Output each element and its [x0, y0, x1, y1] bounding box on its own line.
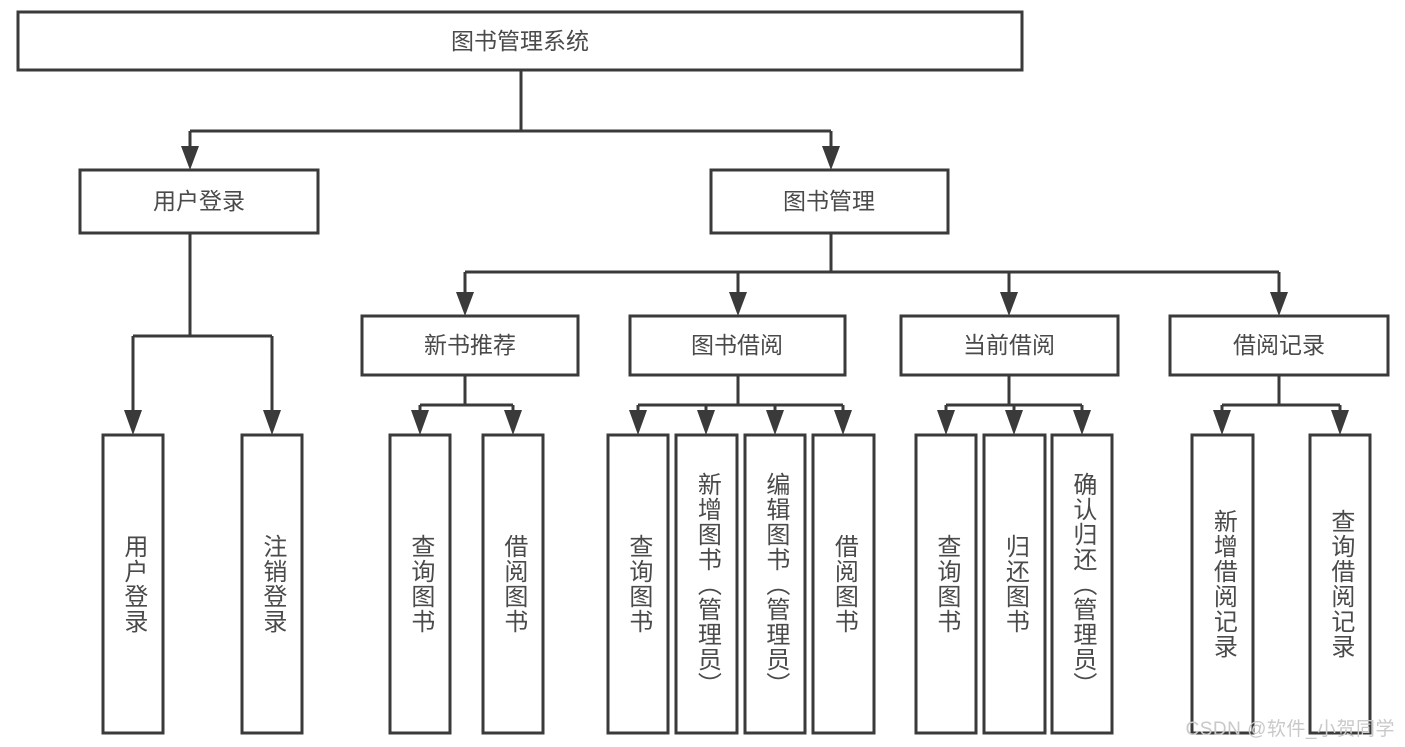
node-new-book-recommend-box: [360, 314, 580, 377]
leaf-label: 查询图书: [624, 534, 652, 634]
leaf-box: [481, 433, 545, 735]
node-book-management[interactable]: 图书管理: [709, 168, 950, 235]
leaf-label: 用户登录: [119, 534, 147, 634]
leaf-label: 归还图书: [1001, 534, 1029, 634]
arrow-head-new-book: [456, 292, 474, 316]
leaf-box: [1308, 433, 1372, 735]
leaf-book-borrow-edit[interactable]: 编辑图书（管理员）: [743, 433, 807, 735]
leaf-label: 新增借阅记录: [1209, 509, 1237, 659]
node-book-management-label: 图书管理: [783, 188, 875, 214]
leaf-current-borrow-return[interactable]: 归还图书: [982, 433, 1047, 735]
arrow-head-new-book-leaf1: [411, 410, 429, 435]
leaf-box: [674, 433, 739, 735]
leaf-box: [1050, 433, 1114, 735]
node-user-login-box: [78, 168, 320, 235]
leaf-label: 注销登录: [258, 534, 286, 634]
leaf-box: [1190, 433, 1255, 735]
arrow-head-current-borrow: [1000, 292, 1018, 316]
node-borrow-record[interactable]: 借阅记录: [1168, 314, 1390, 377]
leaf-current-borrow-confirm-return[interactable]: 确认归还（管理员）: [1050, 433, 1114, 735]
node-new-book-recommend[interactable]: 新书推荐: [360, 314, 580, 377]
leaf-user-login-login[interactable]: 用户登录: [101, 433, 165, 735]
node-current-borrow-label: 当前借阅: [963, 332, 1055, 358]
arrow-head-borrow-record-leaf1: [1213, 410, 1231, 435]
arrow-head-current-borrow-leaf2: [1005, 410, 1023, 435]
arrow-head-user-login: [181, 146, 199, 170]
node-book-borrow-box: [628, 314, 847, 377]
leaf-label: 查询图书: [932, 534, 960, 634]
leaf-label: 确认归还（管理员）: [1068, 471, 1096, 697]
leaf-label: 查询借阅记录: [1326, 509, 1354, 659]
arrow-head-book-borrow: [729, 292, 747, 316]
arrow-head-book-borrow-leaf2: [697, 410, 715, 435]
leaf-label-wrap: 归还图书: [1001, 534, 1029, 634]
node-root-label: 图书管理系统: [451, 28, 589, 54]
node-book-management-box: [709, 168, 950, 235]
leaf-label-wrap: 查询图书: [932, 534, 960, 634]
node-root-box: [16, 10, 1024, 72]
leaf-label-wrap: 用户登录: [119, 534, 147, 634]
leaf-book-borrow-query[interactable]: 查询图书: [606, 433, 670, 735]
arrow-head-book-borrow-leaf1: [629, 410, 647, 435]
leaf-box: [606, 433, 670, 735]
leaf-box: [101, 433, 165, 735]
leaf-new-book-borrow[interactable]: 借阅图书: [481, 433, 545, 735]
node-user-login-label: 用户登录: [153, 188, 245, 214]
arrow-head-borrow-record: [1270, 292, 1288, 316]
leaf-label-wrap: 新增借阅记录: [1209, 509, 1237, 659]
leaf-label: 借阅图书: [830, 534, 858, 634]
leaf-user-login-logout[interactable]: 注销登录: [240, 433, 304, 735]
leaf-label-wrap: 查询图书: [406, 534, 434, 634]
leaf-label-wrap: 查询借阅记录: [1326, 509, 1354, 659]
arrow-head-book-manage: [822, 146, 840, 170]
arrow-head-book-borrow-leaf3: [766, 410, 784, 435]
leaf-current-borrow-query[interactable]: 查询图书: [914, 433, 978, 735]
leaf-box: [914, 433, 978, 735]
node-borrow-record-box: [1168, 314, 1390, 377]
leaf-label-wrap: 编辑图书（管理员）: [761, 471, 789, 697]
leaf-box: [240, 433, 304, 735]
leaf-label-wrap: 借阅图书: [499, 534, 527, 634]
connector-layer: [124, 70, 1349, 435]
leaf-box: [982, 433, 1047, 735]
arrow-head-current-borrow-leaf3: [1073, 410, 1091, 435]
node-current-borrow-box: [899, 314, 1120, 377]
arrow-head-user-login-leaf2: [263, 410, 281, 435]
leaf-label-wrap: 借阅图书: [830, 534, 858, 634]
leaf-book-borrow-borrow[interactable]: 借阅图书: [811, 433, 876, 735]
leaf-box: [743, 433, 807, 735]
leaf-box: [811, 433, 876, 735]
leaf-label: 查询图书: [406, 534, 434, 634]
node-new-book-recommend-label: 新书推荐: [424, 332, 516, 358]
node-user-login[interactable]: 用户登录: [78, 168, 320, 235]
node-borrow-record-label: 借阅记录: [1233, 332, 1325, 358]
leaf-new-book-query[interactable]: 查询图书: [388, 433, 452, 735]
leaf-book-borrow-add[interactable]: 新增图书（管理员）: [674, 433, 739, 735]
node-root-book-management-system[interactable]: 图书管理系统: [16, 10, 1024, 72]
leaf-label: 借阅图书: [499, 534, 527, 634]
leaf-borrow-record-add[interactable]: 新增借阅记录: [1190, 433, 1255, 735]
arrow-head-user-login-leaf1: [124, 410, 142, 435]
csdn-watermark: CSDN @软件_小贺同学: [1185, 719, 1395, 740]
node-current-borrow[interactable]: 当前借阅: [899, 314, 1120, 377]
leaf-box: [388, 433, 452, 735]
leaf-label-wrap: 确认归还（管理员）: [1068, 471, 1096, 697]
arrow-head-current-borrow-leaf1: [937, 410, 955, 435]
leaf-label-wrap: 查询图书: [624, 534, 652, 634]
leaf-label: 新增图书（管理员）: [693, 471, 721, 697]
leaf-label-wrap: 注销登录: [258, 534, 286, 634]
arrow-head-book-borrow-leaf4: [834, 410, 852, 435]
node-book-borrow[interactable]: 图书借阅: [628, 314, 847, 377]
leaf-borrow-record-query[interactable]: 查询借阅记录: [1308, 433, 1372, 735]
arrow-head-borrow-record-leaf2: [1331, 410, 1349, 435]
node-book-borrow-label: 图书借阅: [691, 332, 783, 358]
arrow-head-new-book-leaf2: [504, 410, 522, 435]
leaf-label: 编辑图书（管理员）: [761, 471, 789, 697]
leaf-label-wrap: 新增图书（管理员）: [693, 471, 721, 697]
